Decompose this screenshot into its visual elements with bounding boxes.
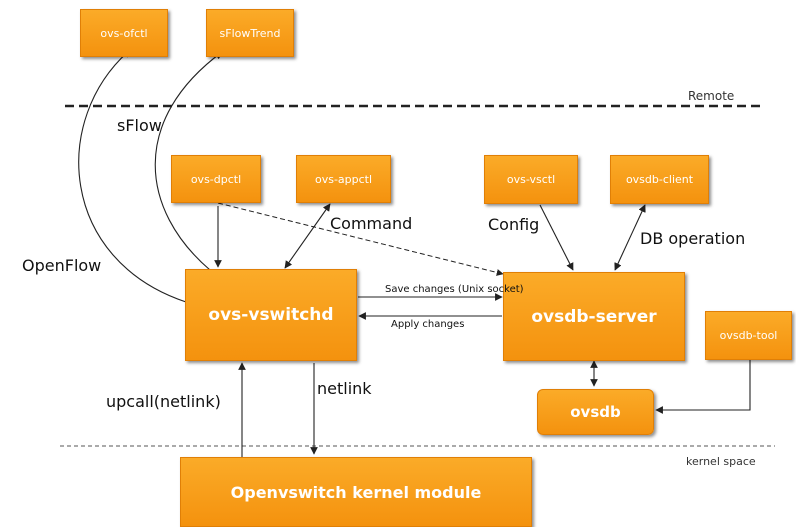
ovs-vswitchd-box: ovs-vswitchd [185,269,357,361]
kernel-space-zone-label: kernel space [686,455,756,468]
config-label: Config [488,215,540,234]
dpctl-ovsdb-dashed [217,202,504,276]
openflow-edge [78,49,187,303]
openflow-label: OpenFlow [22,256,102,275]
ovs-ofctl-box: ovs-ofctl [80,9,168,57]
sflow-label: sFlow [117,116,162,135]
ovs-vsctl-box: ovs-vsctl [484,155,578,204]
ovsdb-client-box: ovsdb-client [610,155,709,204]
save-changes-label: Save changes (Unix socket) [385,284,524,295]
ovsdb-tool-box: ovsdb-tool [705,311,792,360]
apply-changes-label: Apply changes [391,319,465,330]
remote-zone-label: Remote [688,89,735,103]
sflowtrend-box: sFlowTrend [206,9,294,57]
sflow-edge [154,51,223,271]
ovsdb-box: ovsdb [537,389,654,435]
netlink-label: netlink [317,379,372,398]
command-label: Command [330,214,413,233]
ovs-dpctl-box: ovs-dpctl [171,155,261,203]
ovsdb-server-box: ovsdb-server [503,272,685,361]
db-operation-label: DB operation [640,229,746,248]
db-operation-edge [614,204,646,271]
upcall-label: upcall(netlink) [106,392,221,411]
appctl-edge [284,203,331,269]
ovsdb-tool-edge [655,360,751,414]
config-edge [539,204,574,271]
kernel-module-box: Openvswitch kernel module [180,457,532,527]
ovs-appctl-box: ovs-appctl [296,155,391,203]
